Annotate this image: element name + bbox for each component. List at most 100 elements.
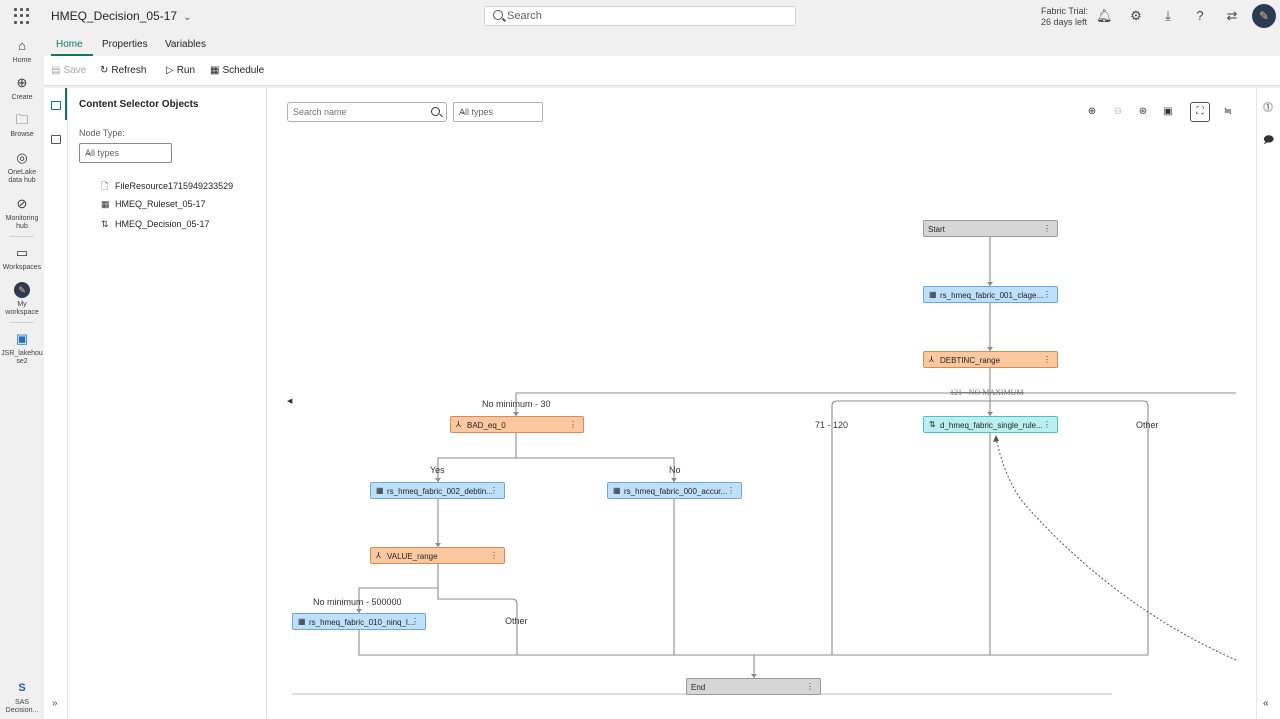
zoom-out-icon[interactable]: ⊖: [1113, 106, 1123, 117]
zoom-in-icon[interactable]: ⊕: [1087, 106, 1097, 117]
decision-flow-canvas[interactable]: Search name All types ⌄ ⊕ ⊖ ⊛ ▣ ⛶ ≒: [268, 88, 1256, 719]
tab-home[interactable]: Home: [56, 39, 83, 50]
more-options-icon[interactable]: ⋮: [1043, 224, 1051, 233]
content-selector-panel: Content Selector Objects Node Type: All …: [68, 88, 292, 719]
refresh-button[interactable]: ↻Refresh: [100, 65, 146, 76]
layout-options-icon[interactable]: ≒: [1223, 106, 1233, 117]
nav-sas-decision[interactable]: S SAS Decision...: [0, 680, 44, 715]
node-label: rs_hmeq_fabric_002_debtin...: [387, 487, 493, 496]
node-type-label: Node Type:: [79, 128, 125, 138]
select-mode-icon[interactable]: ⛶: [1190, 102, 1210, 122]
overview-icon[interactable]: ▣: [1163, 106, 1173, 117]
tab-variables[interactable]: Variables: [165, 39, 206, 50]
tree-item-ruleset[interactable]: ▦HMEQ_Ruleset_05-17: [101, 199, 206, 210]
settings-gear-icon[interactable]: ⚙: [1130, 8, 1142, 23]
collapse-panel-icon[interactable]: ◀: [287, 398, 293, 405]
notifications-bell-icon[interactable]: 🔔︎: [1096, 8, 1113, 23]
search-icon: [431, 107, 440, 116]
properties-pane-icon[interactable]: ⓵: [1263, 103, 1273, 114]
flow-node-start[interactable]: Start ⋮: [923, 220, 1058, 237]
save-icon: ▤: [51, 65, 61, 76]
more-options-icon[interactable]: ⋮: [1043, 290, 1051, 299]
decision-icon: ⇅: [101, 219, 109, 229]
item-title: HMEQ_Decision_05-17: [51, 9, 178, 23]
item-title-dropdown[interactable]: HMEQ_Decision_05-17⌄: [51, 9, 191, 23]
more-options-icon[interactable]: ⋮: [1043, 420, 1051, 429]
help-icon[interactable]: ?: [1196, 8, 1204, 23]
comments-icon[interactable]: 🗩︎: [1263, 135, 1275, 146]
ruleset-icon: ▦: [101, 199, 110, 209]
more-options-icon[interactable]: ⋮: [569, 420, 577, 429]
nav-sas-label-2: Decision...: [5, 707, 39, 714]
nav-create[interactable]: ⊕ Create: [0, 75, 44, 102]
nav-workspaces[interactable]: ▭ Workspaces: [0, 245, 44, 272]
trial-status[interactable]: Fabric Trial: 26 days left: [1041, 6, 1088, 28]
schedule-button[interactable]: ▦Schedule: [210, 65, 264, 76]
node-label: DEBTINC_range: [940, 356, 1001, 365]
sas-logo-icon: S: [18, 682, 26, 694]
download-icon[interactable]: ⤓: [1165, 8, 1171, 23]
play-icon: ▷: [166, 65, 174, 76]
collapse-right-icon[interactable]: «: [1263, 698, 1269, 709]
node-type-select[interactable]: All types ⌄: [79, 143, 172, 163]
flow-node-rs-010[interactable]: ▦rs_hmeq_fabric_010_ninq_l...⋮: [292, 613, 426, 630]
more-options-icon[interactable]: ⋮: [1043, 355, 1051, 364]
tab-properties[interactable]: Properties: [102, 39, 148, 50]
onelake-icon: ◎: [16, 150, 28, 165]
nav-my-workspace[interactable]: ✎ My workspace: [0, 282, 44, 317]
tree-item-file-resource[interactable]: 🗋︎ FileResource1715949233529: [101, 179, 233, 195]
nav-home[interactable]: ⌂ Home: [0, 38, 44, 65]
outline-view-icon[interactable]: [51, 135, 61, 144]
type-filter-select[interactable]: All types ⌄: [453, 102, 543, 122]
app-launcher-icon[interactable]: [14, 8, 30, 24]
nav-monitoring-hub[interactable]: ⊘ Monitoring hub: [0, 196, 44, 231]
flow-node-single-rule[interactable]: ⇅d_hmeq_fabric_single_rule...⋮: [923, 416, 1058, 433]
content-objects-icon[interactable]: [51, 101, 61, 110]
run-button[interactable]: ▷Run: [166, 65, 195, 76]
flow-node-rs-000[interactable]: ▦rs_hmeq_fabric_000_accur...⋮: [607, 482, 742, 499]
save-button[interactable]: ▤Save: [51, 65, 86, 76]
edge-label: 71 - 120: [815, 420, 849, 430]
my-workspace-icon: ✎: [14, 282, 30, 298]
share-feedback-icon[interactable]: ⇄: [1226, 8, 1238, 23]
file-icon: 🗋︎: [101, 181, 109, 191]
flow-node-value-range[interactable]: ⅄VALUE_range⋮: [370, 547, 505, 564]
flow-node-bad-eq-0[interactable]: ⅄BAD_eq_0⋮: [450, 416, 584, 433]
edge-label: Yes: [430, 465, 445, 475]
chevron-down-icon: ⌄: [459, 106, 467, 116]
expand-panel-icon[interactable]: »: [52, 698, 58, 709]
more-options-icon[interactable]: ⋮: [411, 617, 419, 626]
trial-label: Fabric Trial:: [1041, 6, 1089, 16]
global-search-input[interactable]: Search: [484, 6, 796, 26]
editor-content: » Content Selector Objects Node Type: Al…: [44, 88, 1280, 719]
ruleset-icon: ▦: [929, 290, 937, 299]
node-label: VALUE_range: [387, 552, 438, 561]
nav-lakehouse-label-1: JSR_lakehou: [1, 350, 43, 357]
nav-lakehouse[interactable]: ▣ JSR_lakehou se2: [0, 331, 44, 366]
flow-node-rs-001[interactable]: ▦rs_hmeq_fabric_001_clage...⋮: [923, 286, 1058, 303]
node-label: d_hmeq_fabric_single_rule...: [940, 421, 1043, 430]
trial-days-left: 26 days left: [1041, 17, 1088, 27]
nav-home-label: Home: [12, 57, 32, 64]
more-options-icon[interactable]: ⋮: [806, 682, 814, 691]
flow-node-rs-002[interactable]: ▦rs_hmeq_fabric_002_debtin...⋮: [370, 482, 505, 499]
node-label: rs_hmeq_fabric_000_accur...: [624, 487, 728, 496]
tree-item-label: HMEQ_Decision_05-17: [115, 219, 210, 229]
search-name-input[interactable]: Search name: [287, 102, 447, 122]
more-options-icon[interactable]: ⋮: [490, 551, 498, 560]
branch-icon: ⅄: [456, 420, 461, 429]
more-options-icon[interactable]: ⋮: [490, 486, 498, 495]
node-label: Start: [928, 225, 945, 234]
tree-item-decision[interactable]: ⇅ HMEQ_Decision_05-17: [101, 219, 210, 230]
nav-onelake-label-2: data hub: [8, 177, 36, 184]
account-avatar[interactable]: ✎: [1252, 4, 1276, 28]
tree-item-label: FileResource1715949233529: [115, 181, 234, 191]
node-label: End: [691, 683, 706, 692]
flow-node-debtinc-range[interactable]: ⅄DEBTINC_range⋮: [923, 351, 1058, 368]
zoom-fit-icon[interactable]: ⊛: [1138, 106, 1148, 117]
nav-browse[interactable]: 🗀︎ Browse: [0, 112, 44, 139]
active-tab-indicator: [51, 54, 93, 56]
flow-node-end[interactable]: End ⋮: [686, 678, 821, 695]
more-options-icon[interactable]: ⋮: [727, 486, 735, 495]
nav-onelake-data-hub[interactable]: ◎ OneLake data hub: [0, 150, 44, 185]
